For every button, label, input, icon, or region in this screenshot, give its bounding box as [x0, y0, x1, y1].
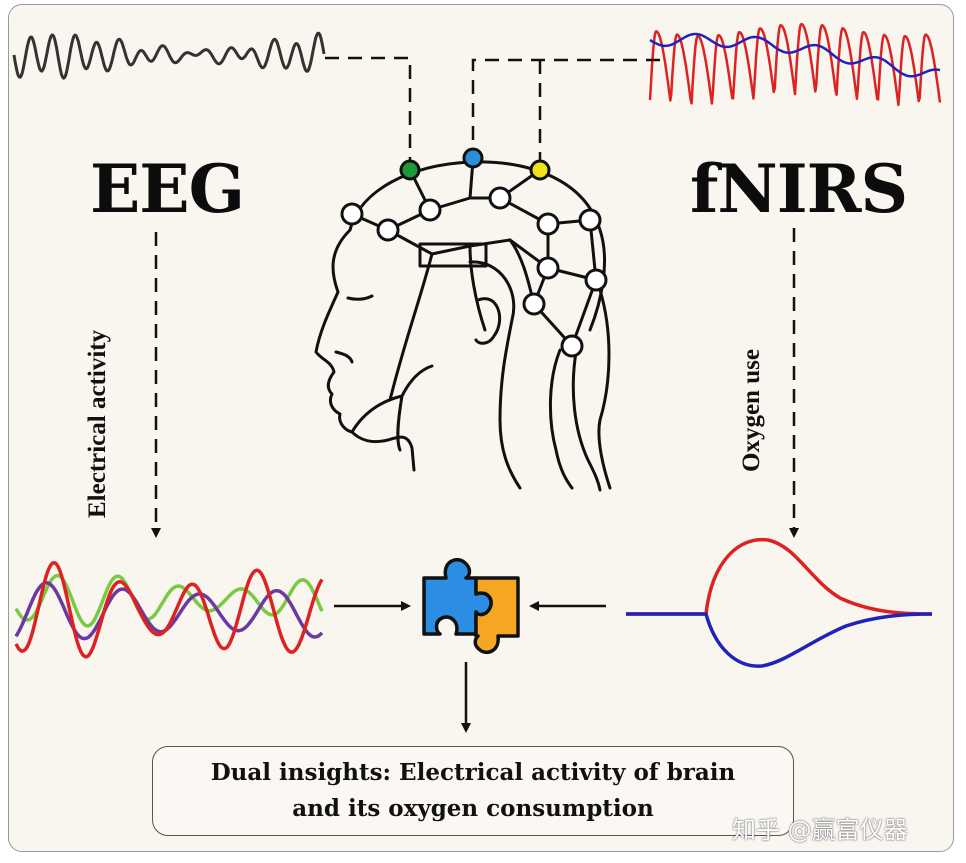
eeg-title: EEG — [90, 150, 245, 228]
result-line-2: and its oxygen consumption — [292, 795, 654, 822]
fnirs-title: fNIRS — [690, 150, 908, 228]
eeg-red-channel — [14, 560, 324, 659]
electrode-blue-icon — [462, 147, 484, 169]
watermark: 知乎 @赢富仪器 — [732, 816, 908, 844]
top-dashed-connectors — [325, 56, 660, 162]
electrode-nodes — [340, 186, 608, 358]
fnirs-raw-red-wave — [648, 22, 942, 107]
result-line-1: Dual insights: Electrical activity of br… — [210, 759, 736, 786]
hbo-response-curve — [626, 537, 933, 616]
fnirs-arrow-label: Oxygen use — [738, 349, 765, 472]
diagram-frame — [8, 4, 954, 852]
fnirs-raw-blue-wave — [649, 32, 941, 78]
electrode-green-icon — [399, 159, 421, 181]
eeg-arrow-label: Electrical activity — [84, 329, 111, 518]
eeg-raw-wave-icon — [12, 31, 326, 80]
hbr-response-curve — [626, 612, 933, 668]
result-text: Dual insights: Electrical activity of br… — [211, 755, 736, 827]
eeg-green-channel — [14, 573, 324, 628]
result-box: Dual insights: Electrical activity of br… — [152, 746, 794, 836]
electrode-yellow-icon — [529, 159, 551, 181]
puzzle-icon — [422, 557, 520, 655]
